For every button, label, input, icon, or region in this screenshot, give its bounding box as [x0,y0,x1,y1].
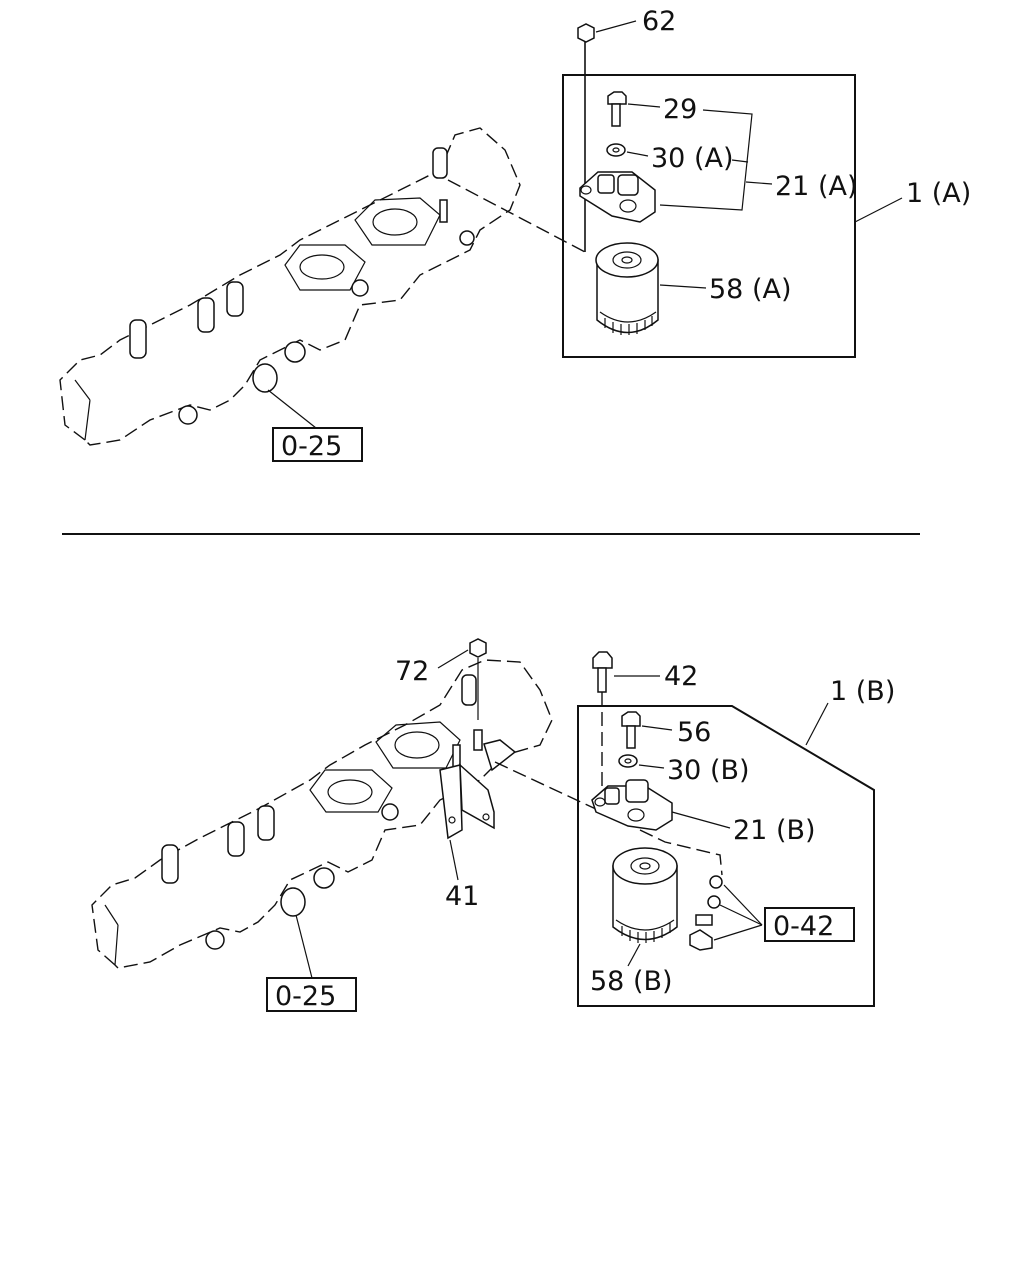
assembly-box-a [562,74,856,358]
nut-62: 62 [577,6,676,43]
top-view: 62 29 30 (A) 21 (A) [59,6,971,462]
label-1a: 1 (A) [906,178,971,209]
washer-30b: 30 (B) [618,754,750,786]
fittings [689,875,763,951]
ref-0-25-top[interactable]: 0-25 [281,431,342,462]
oil-filter-58b: 58 (B) [590,847,678,997]
ref-box-fittings [764,907,855,942]
label-72: 72 [395,656,429,687]
label-21b: 21 (B) [733,815,816,846]
label-62: 62 [642,6,676,37]
bottom-view: 41 72 42 56 [91,638,895,1012]
nut-72: 72 [395,638,487,751]
label-58a: 58 (A) [709,274,791,305]
label-42: 42 [664,661,698,692]
label-29: 29 [663,94,697,125]
label-30a: 30 (A) [651,143,733,174]
bracket-21a [579,171,656,223]
ref-box-top [272,427,363,462]
label-21a: 21 (A) [775,171,857,202]
label-56: 56 [677,717,711,748]
assembly-box-b [577,705,875,1007]
bracket-21b: 21 (B) [591,779,816,846]
ref-box-bottom [266,977,357,1012]
bolt-29: 29 [607,91,697,127]
exhaust-manifold-bottom [91,659,553,969]
bolt-56: 56 [621,711,711,749]
exhaust-manifold-top [59,127,521,446]
label-30b: 30 (B) [667,755,750,786]
bolt-42: 42 [592,651,698,790]
ref-0-42[interactable]: 0-42 [773,911,834,942]
oil-filter-58a: 58 (A) [595,242,791,335]
label-41: 41 [445,881,479,912]
ref-0-25-bottom[interactable]: 0-25 [275,981,336,1012]
label-58b: 58 (B) [590,966,673,997]
label-1b: 1 (B) [830,676,895,707]
stay-41: 41 [439,739,517,912]
washer-30a: 30 (A) [606,143,733,174]
